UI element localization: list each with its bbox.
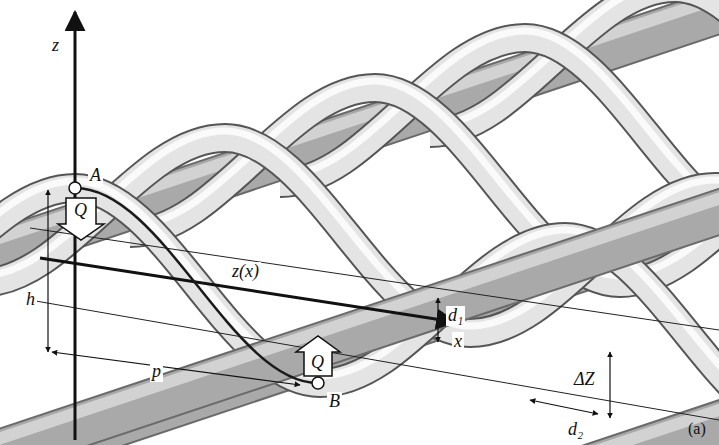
force-label: Q [72, 201, 89, 221]
dimension-label: h [24, 290, 37, 310]
dimension-arrow [52, 352, 300, 385]
weft-rod [0, 33, 719, 445]
point-marker [312, 377, 324, 389]
function-label: z(x) [230, 262, 261, 282]
x-axis [40, 258, 455, 322]
dimension-label: d₁ [446, 306, 465, 326]
force-label: Q [309, 353, 326, 373]
axis-label: x [452, 332, 464, 352]
point-label: A [88, 166, 103, 186]
panel-label: (a) [686, 420, 708, 438]
axis-label: z [50, 36, 61, 56]
dimension-label: ΔZ [572, 370, 597, 390]
dimension-label: p [150, 362, 163, 382]
force-arrow [58, 198, 104, 240]
dimension-arrow [530, 400, 598, 414]
point-marker [69, 182, 81, 194]
dimension-arrow [609, 352, 610, 418]
reference-line [30, 300, 719, 420]
reference-line [30, 228, 719, 330]
force-arrow [296, 336, 340, 376]
dimension-arrow [47, 190, 48, 352]
weft-rod [206, 81, 719, 445]
dimension-label: d₂ [566, 420, 585, 440]
yarn-centerline [75, 188, 318, 383]
dimension-arrow [437, 298, 438, 342]
point-label: B [327, 392, 342, 412]
